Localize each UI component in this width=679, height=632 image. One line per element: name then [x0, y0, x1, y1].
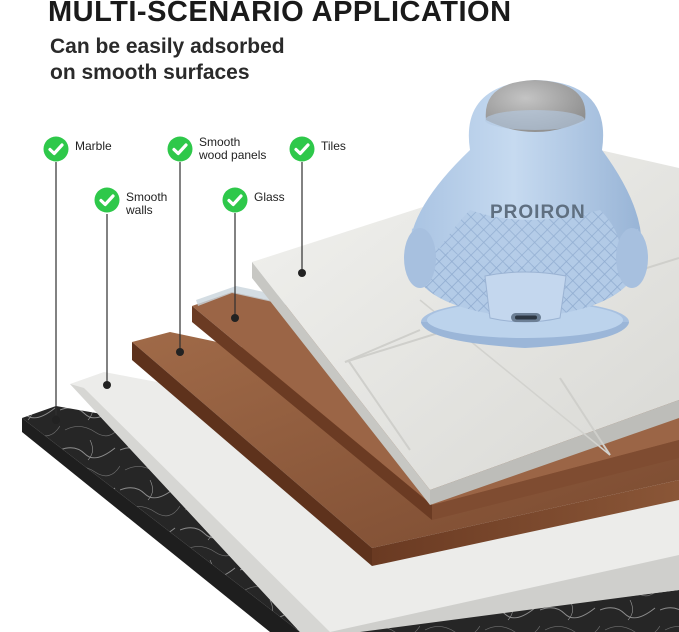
brand-logo: PROIRON: [490, 202, 586, 223]
callout-label-smooth-wood-panels: Smooth wood panels: [199, 135, 267, 162]
callout-marble: Marble: [43, 136, 112, 162]
callout-leaders: [55, 162, 303, 415]
callout-tiles: Tiles: [289, 136, 346, 162]
callout-label-smooth-walls: Smooth walls: [126, 190, 168, 217]
callout-label-marble: Marble: [75, 139, 112, 153]
check-icon: [222, 187, 248, 213]
callout-label-glass: Glass: [254, 190, 285, 204]
check-icon: [43, 136, 69, 162]
massager-device: [404, 80, 648, 348]
callout-dots: [52, 269, 306, 424]
check-icon: [94, 187, 120, 213]
subtitle-line-2: on smooth surfaces: [50, 61, 250, 84]
callout-label-tiles: Tiles: [321, 139, 346, 153]
callout-smooth-walls: Smooth walls: [94, 187, 167, 217]
callout-glass: Glass: [222, 187, 285, 213]
check-icon: [167, 136, 193, 162]
callout-smooth-wood-panels: Smooth wood panels: [167, 136, 266, 162]
page-subtitle: Can be easily adsorbed on smooth surface…: [50, 34, 285, 86]
check-icon: [289, 136, 315, 162]
page-title: MULTI-SCENARIO APPLICATION: [48, 0, 512, 28]
subtitle-line-1: Can be easily adsorbed: [50, 35, 285, 58]
